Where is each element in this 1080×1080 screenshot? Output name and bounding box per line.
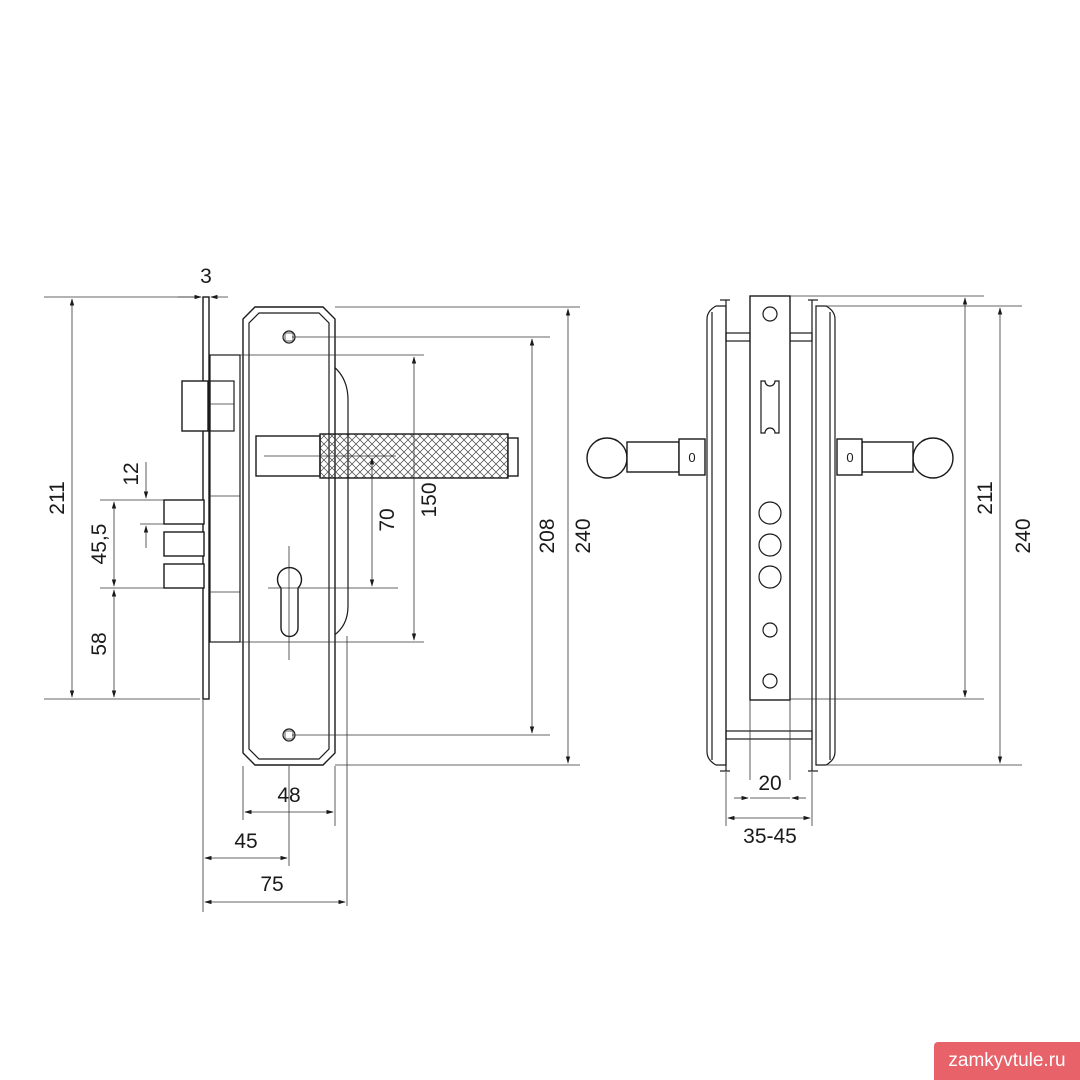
latch-inner <box>209 380 235 432</box>
dim-door-thickness: 35-45 <box>743 825 797 848</box>
right-knob <box>912 437 954 479</box>
side-forend <box>749 295 791 701</box>
watermark-badge: zamkyvtule.ru <box>934 1042 1080 1080</box>
forend-screw-top <box>762 306 778 322</box>
left-knob-label: 0 <box>688 450 695 465</box>
dead-bolt-1 <box>163 499 205 525</box>
dead-bolt-3 <box>163 563 205 589</box>
forend-screw-bottom <box>762 673 778 689</box>
dim-bolt-spacing: 12 <box>120 462 143 485</box>
left-knob <box>586 437 628 479</box>
side-view: 0 0 211 240 20 35-45 <box>586 295 1035 848</box>
left-handle-bar <box>626 441 680 473</box>
dim-bottom-offset: 58 <box>88 632 111 655</box>
latch-slot <box>760 380 780 434</box>
dim-bolt-span: 45,5 <box>88 524 111 565</box>
escutcheon-plate <box>242 306 336 766</box>
dim-total-width: 75 <box>260 873 283 896</box>
bolt-hole-1 <box>758 501 782 525</box>
right-knob-label: 0 <box>846 450 853 465</box>
bolt-hole-3 <box>758 565 782 589</box>
right-escutcheon-profile <box>815 305 836 766</box>
dim-screw-spacing-left: 208 <box>536 518 559 553</box>
right-handle-rose <box>836 438 863 476</box>
right-handle-bar <box>861 441 914 473</box>
bolt-hole-2 <box>758 533 782 557</box>
front-view: 3 211 12 45,5 58 70 150 208 240 48 45 75 <box>44 265 595 912</box>
dim-backset: 45 <box>234 830 257 853</box>
dim-plate-height-left: 240 <box>572 518 595 553</box>
dim-lock-height-right: 211 <box>974 481 997 514</box>
dim-spindle-to-cylinder: 70 <box>376 508 399 531</box>
dim-faceplate-width: 20 <box>758 772 781 795</box>
dead-bolt-2 <box>163 531 205 557</box>
latch-bolt <box>181 380 209 432</box>
forend-plate <box>202 296 210 700</box>
dim-plate-thickness: 3 <box>200 265 212 288</box>
cylinder-keyhole <box>276 566 303 638</box>
left-handle-rose <box>678 438 706 476</box>
handle-tip <box>507 437 519 477</box>
dim-plate-width: 48 <box>277 784 300 807</box>
mortise-body <box>209 354 241 643</box>
left-escutcheon-profile <box>706 305 727 766</box>
forend-screw-mid <box>762 622 778 638</box>
dim-plate-height-right: 240 <box>1012 518 1035 553</box>
dim-spindle-total: 150 <box>418 482 441 517</box>
dim-lock-height-left: 211 <box>46 481 69 514</box>
